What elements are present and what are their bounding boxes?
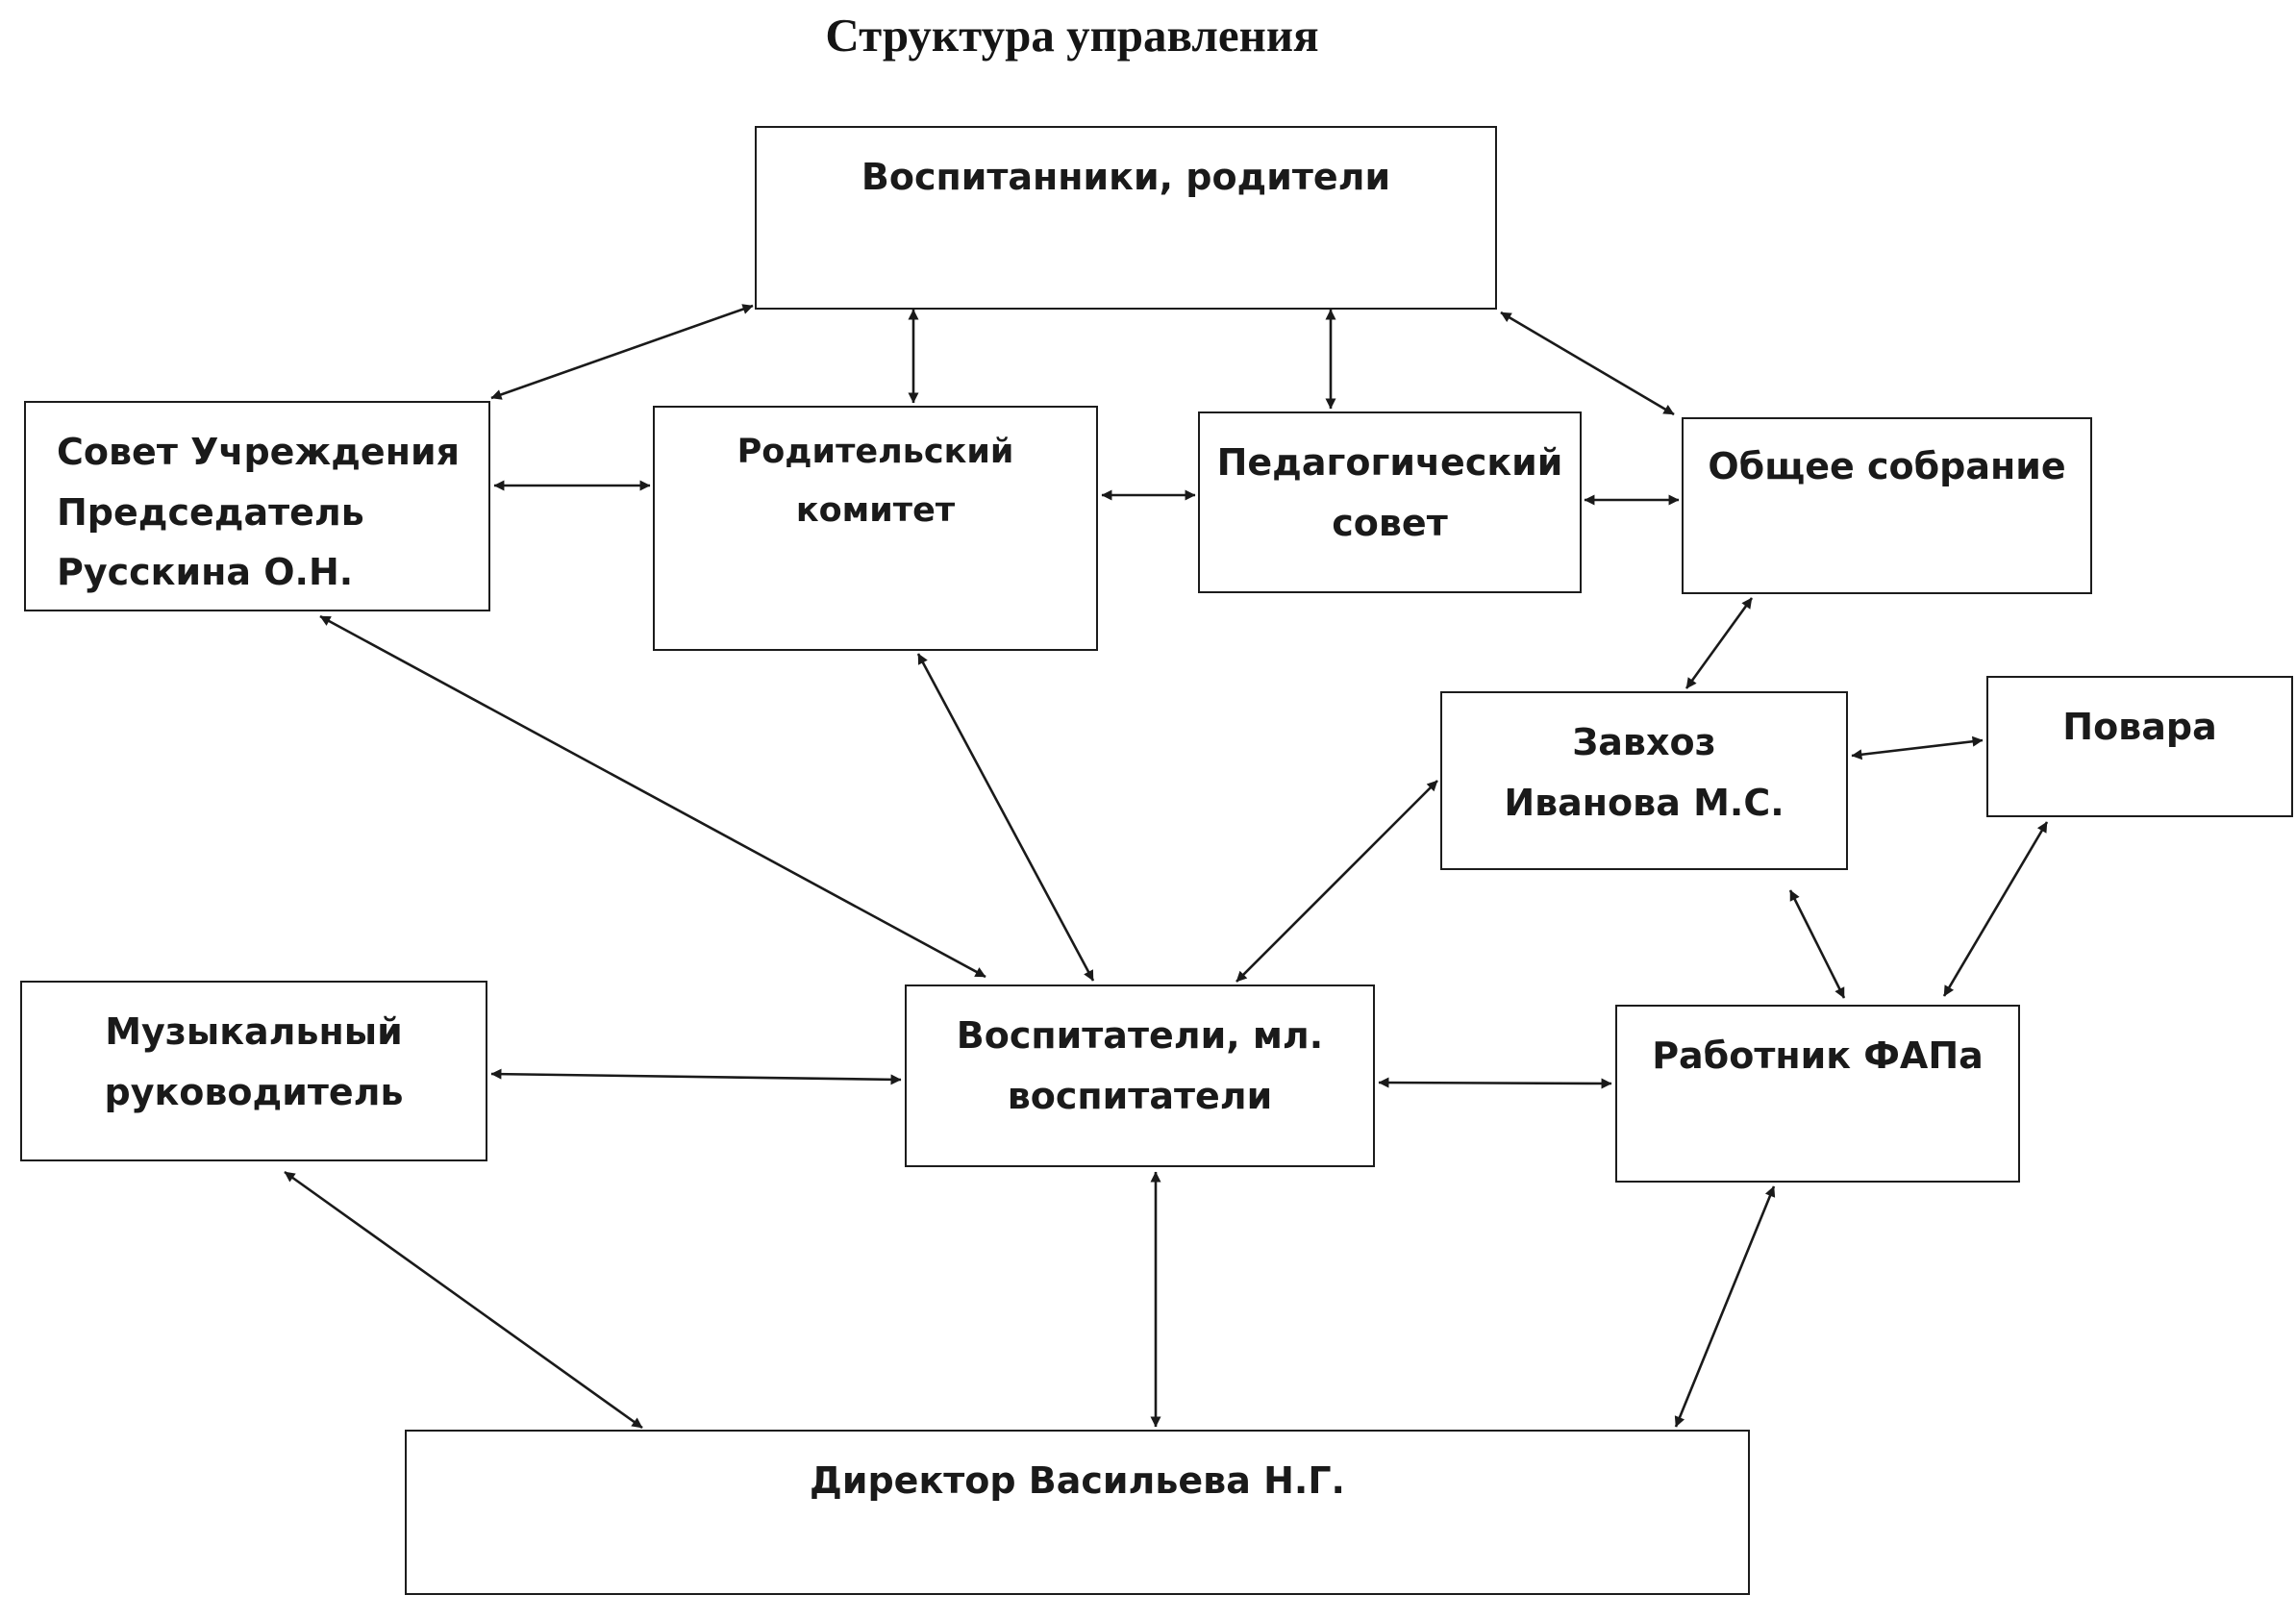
- node-line: Воспитанники, родители: [861, 156, 1391, 198]
- parents-box: Воспитанники, родители: [755, 126, 1497, 310]
- connector-parents-to-council: [490, 304, 754, 400]
- node-line: Работник ФАПа: [1652, 1034, 1984, 1077]
- node-line: Повара: [2062, 706, 2217, 748]
- node-line: комитет: [795, 491, 956, 531]
- node-line: Председатель: [57, 490, 364, 534]
- music-director-box: Музыкальный руководитель: [20, 981, 487, 1161]
- node-line: Завхоз: [1572, 721, 1716, 763]
- connector-music-director-to-teachers: [490, 1068, 902, 1085]
- node-line: Музыкальный: [105, 1010, 403, 1053]
- node-line: Совет Учреждения: [57, 431, 460, 473]
- council-box: Совет Учреждения Председатель Русскина О…: [24, 401, 490, 611]
- node-line: Иванова М.С.: [1504, 781, 1784, 824]
- connector-supply-manager-to-cooks: [1851, 735, 1984, 760]
- node-line: воспитатели: [1007, 1074, 1273, 1117]
- fap-worker-box: Работник ФАПа: [1615, 1005, 2020, 1183]
- connector-general-meeting-to-supply-manager: [1685, 597, 1754, 689]
- node-line: Воспитатели, мл.: [956, 1014, 1324, 1057]
- node-line: Русскина О.Н.: [57, 551, 354, 594]
- connector-music-director-to-director: [284, 1170, 643, 1430]
- connector-supply-manager-to-teachers: [1235, 780, 1438, 983]
- connector-parents-to-general-meeting: [1500, 311, 1675, 416]
- connector-fap-worker-to-director: [1674, 1185, 1776, 1428]
- connector-teachers-to-fap-worker: [1378, 1077, 1612, 1089]
- supply-manager-box: Завхоз Иванова М.С.: [1440, 691, 1848, 870]
- director-box: Директор Васильева Н.Г.: [405, 1430, 1750, 1595]
- pedagogical-council-box: Педагогический совет: [1198, 411, 1582, 593]
- diagram-title: Структура управления: [825, 9, 1319, 62]
- teachers-box: Воспитатели, мл. воспитатели: [905, 984, 1375, 1167]
- node-line: Педагогический: [1216, 441, 1563, 484]
- parent-committee-box: Родительский комитет: [653, 406, 1098, 651]
- connector-parent-committee-to-teachers: [916, 653, 1095, 982]
- connector-council-to-teachers: [319, 614, 986, 979]
- connector-cooks-to-fap-worker: [1942, 821, 2049, 997]
- connector-supply-manager-to-fap-worker: [1788, 889, 1846, 999]
- node-line: руководитель: [104, 1070, 404, 1113]
- general-meeting-box: Общее собрание: [1682, 417, 2092, 594]
- node-line: совет: [1332, 501, 1448, 544]
- node-line: Родительский: [736, 433, 1014, 471]
- cooks-box: Повара: [1986, 676, 2293, 817]
- node-line: Общее собрание: [1708, 445, 2066, 487]
- node-line: Директор Васильева Н.Г.: [810, 1459, 1345, 1502]
